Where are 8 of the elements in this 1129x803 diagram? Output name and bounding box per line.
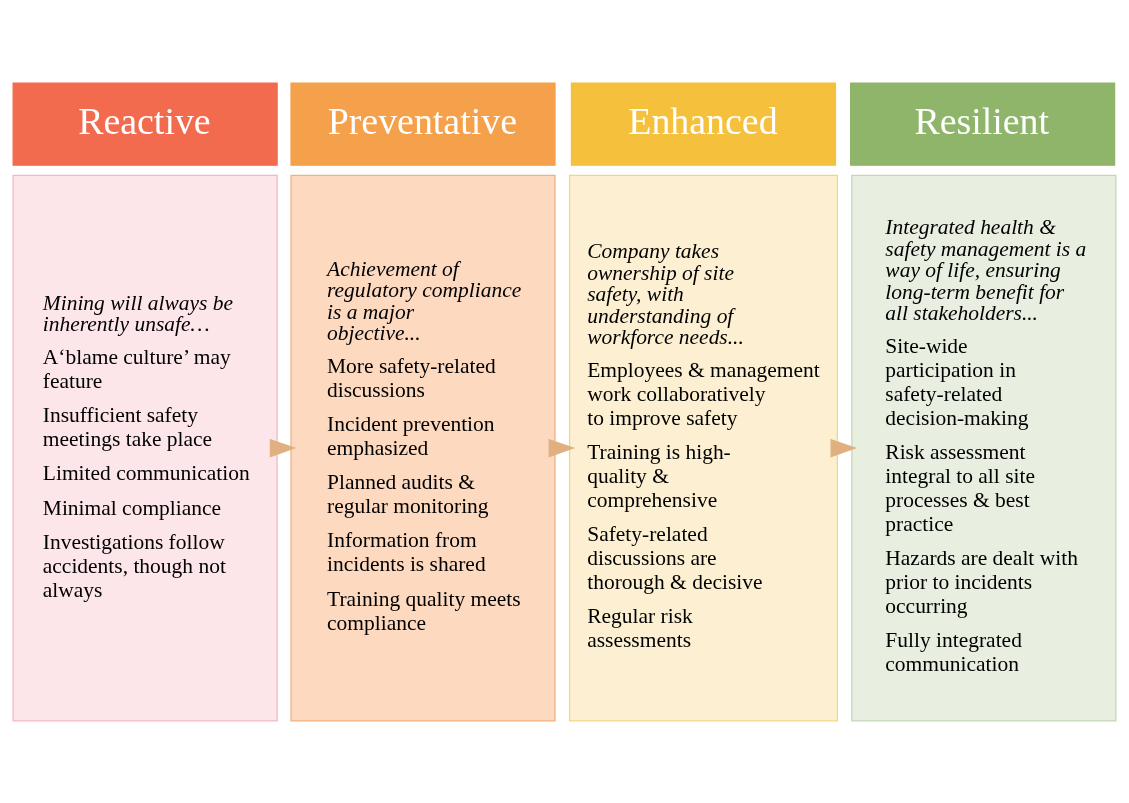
arrow [269,438,297,457]
node-box: Preventative [290,81,556,166]
node-box: Resilient [850,81,1116,166]
arrow [548,438,576,457]
node-box: Enhanced [570,81,837,166]
arrow [830,438,858,457]
node-box: Reactive [12,81,278,166]
node-box: Integrated health & safety management is a way of life, ensuring long-term benefit for all stakeholders... Site-wide participation in safety-related decision-making Risk assessment integral to all site processes & best practice Hazards are dealt with prior to incidents occurring Fully integrated communication [851,174,1117,722]
